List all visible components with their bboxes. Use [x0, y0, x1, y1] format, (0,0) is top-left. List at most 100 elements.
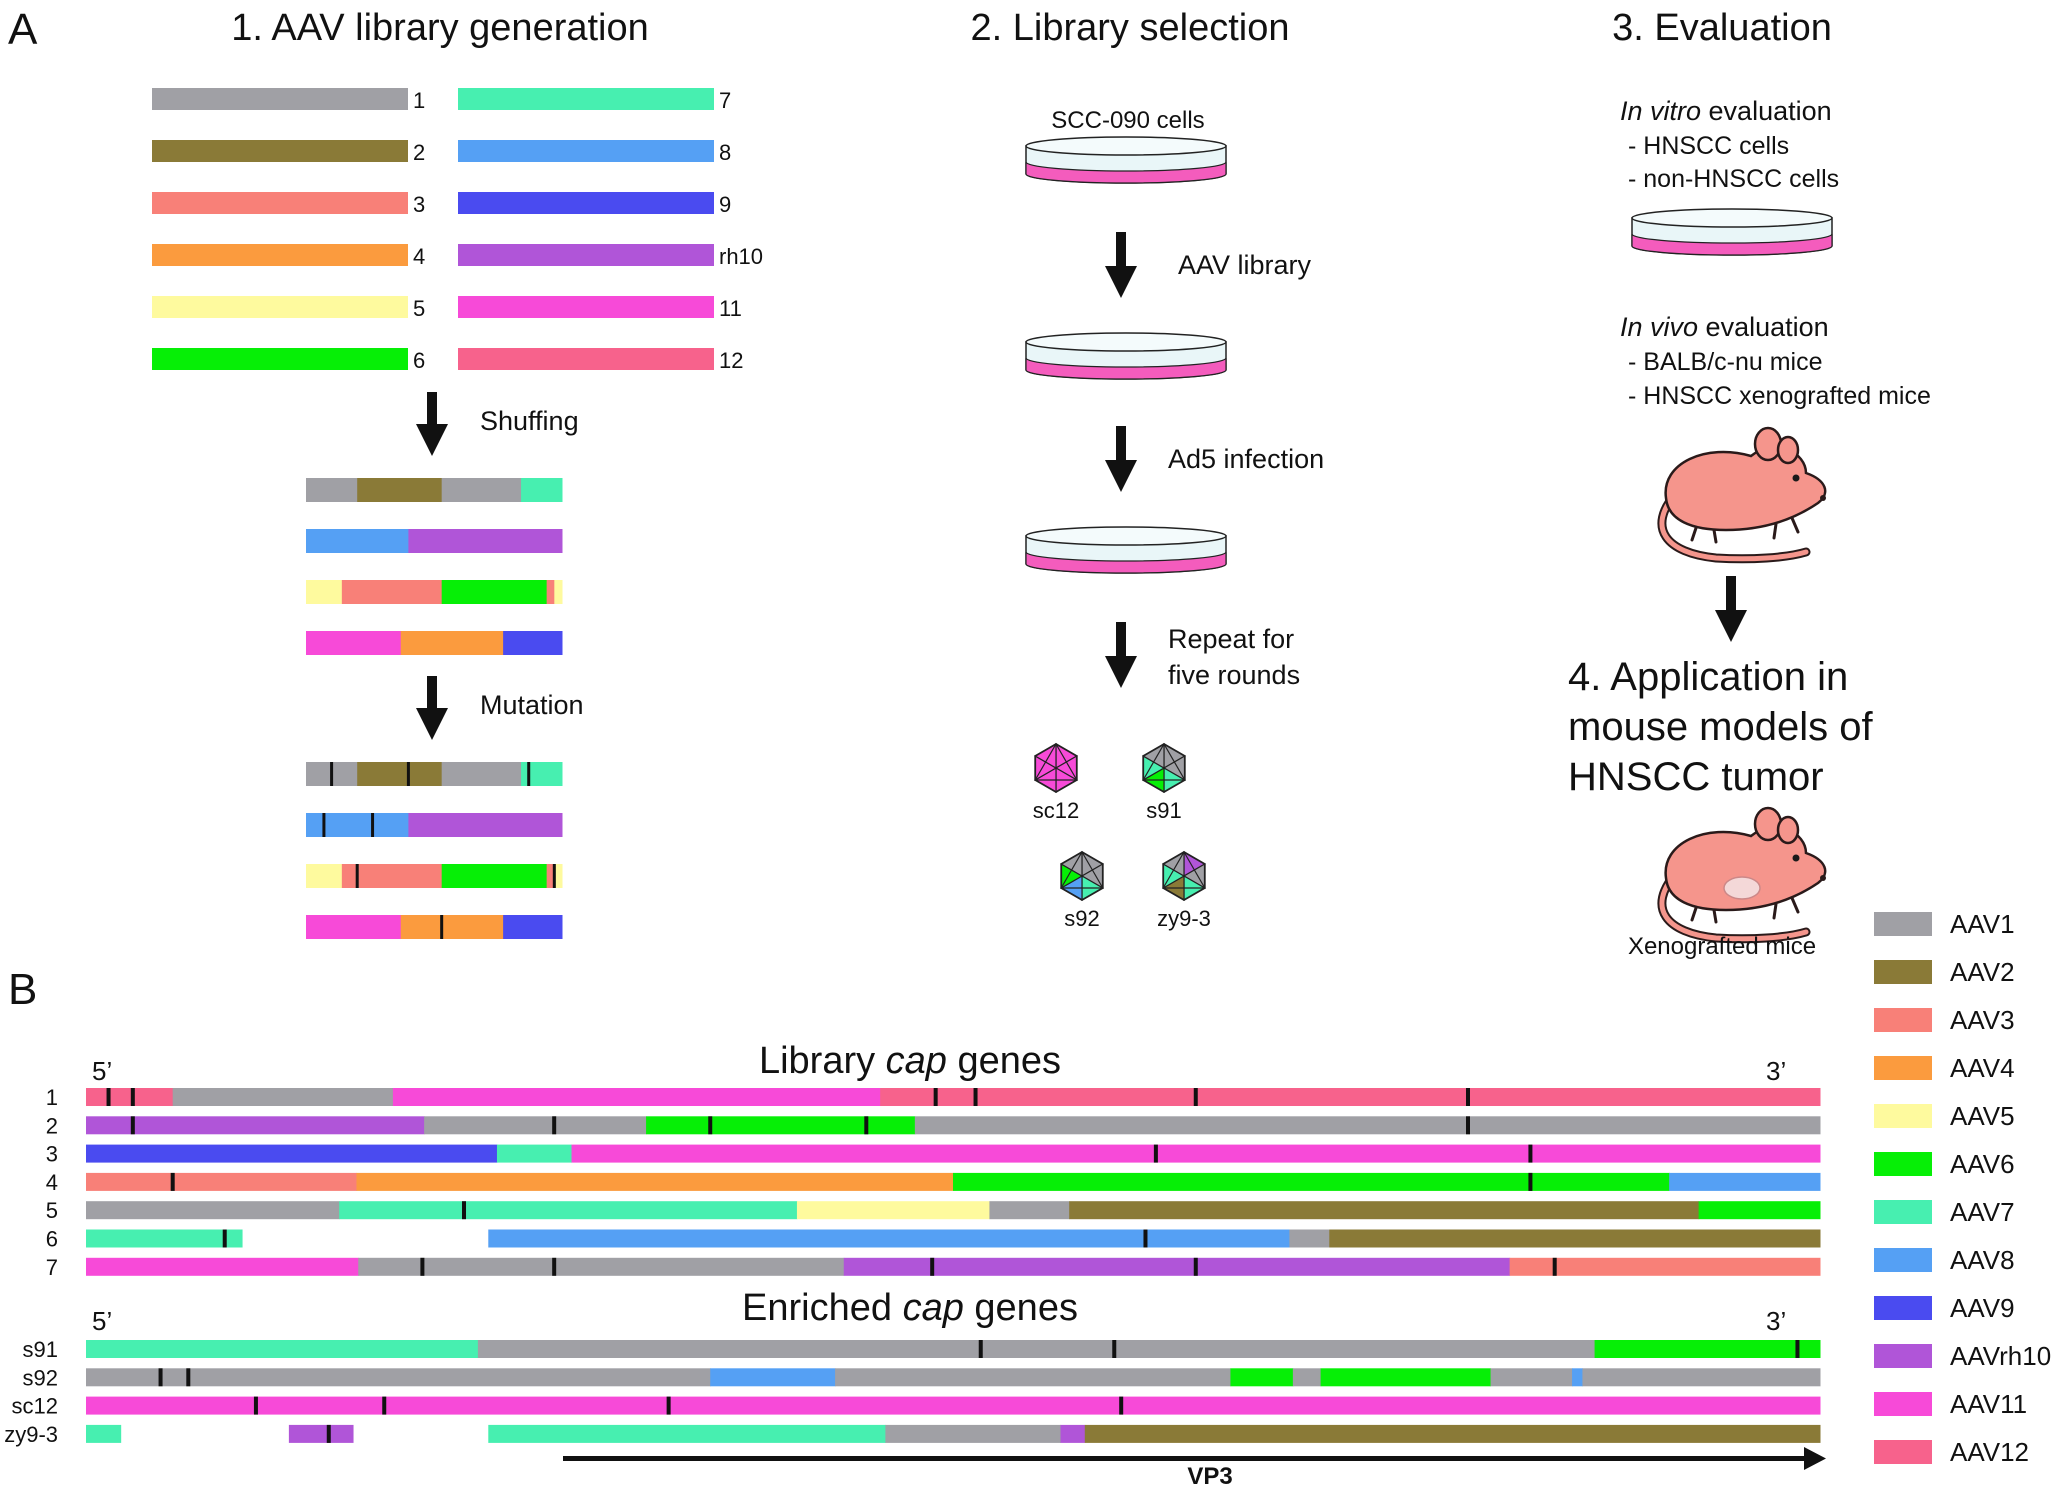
- segment-aav9: [503, 631, 563, 655]
- legend-swatch: [1874, 960, 1932, 984]
- cap-segment-aav6: [1320, 1368, 1492, 1387]
- mutation-mark: [1143, 1229, 1148, 1248]
- segment-aav1: [441, 478, 522, 502]
- legend-label: AAV4: [1950, 1053, 2015, 1083]
- cap-segment-aav8: [488, 1229, 1290, 1248]
- mutation-mark: [930, 1257, 935, 1276]
- serotype-bar-fill: [458, 348, 714, 370]
- legend-label: AAV1: [1950, 909, 2015, 939]
- cap-segment-aav1: [1292, 1368, 1322, 1387]
- cap-segment-aav6: [1594, 1340, 1821, 1358]
- section1-title: 1. AAV library generation: [231, 7, 649, 49]
- mouse-tail: [1659, 870, 1809, 942]
- mutation-label: Mutation: [480, 690, 584, 720]
- cap-segment-aav11: [571, 1144, 1821, 1163]
- mutation-mark: [106, 1088, 111, 1106]
- legend-item-aav4: AAV4: [1874, 1053, 2015, 1083]
- legend-swatch: [1874, 1296, 1932, 1320]
- serotype-bar-fill: [152, 192, 408, 214]
- cap-row-3: 3: [46, 1142, 1821, 1167]
- mutated-bars: [306, 762, 563, 939]
- in-vitro-italic: In vitro: [1620, 96, 1701, 126]
- segment-aav1: [306, 478, 358, 502]
- serotype-bar-fill: [458, 192, 714, 214]
- mouse-icon: [1657, 426, 1827, 564]
- segment-aav5: [554, 864, 563, 888]
- in-vivo-item-1: - BALB/c-nu mice: [1628, 348, 1823, 376]
- serotype-bar-label: 4: [413, 244, 425, 269]
- enriched-title-pre: Enriched: [742, 1287, 903, 1329]
- mutation-mark: [355, 864, 359, 888]
- legend-label: AAV2: [1950, 957, 2015, 987]
- capsid-edge: [1034, 742, 1078, 781]
- legend-swatch: [1874, 1152, 1932, 1176]
- cap-segment-aav5: [796, 1201, 990, 1220]
- legend-item-aav5: AAV5: [1874, 1101, 2015, 1131]
- mutation-mark: [382, 1396, 387, 1415]
- mutation-mark: [552, 1257, 557, 1276]
- cap-segment-aav6: [1230, 1368, 1294, 1387]
- capsid-zy9-3: zy9-3: [1157, 850, 1211, 931]
- library-title-post: genes: [947, 1040, 1061, 1082]
- capsid-edge: [1162, 850, 1206, 889]
- cap-segment-aav1: [835, 1368, 1231, 1387]
- serotype-bar-11: 11: [458, 296, 742, 321]
- mutation-mark: [1552, 1257, 1557, 1276]
- mouse-nose: [1820, 875, 1826, 881]
- cap-segment-aav2: [1084, 1424, 1821, 1443]
- mutation-mark: [666, 1396, 671, 1415]
- serotype-bar-3: 3: [152, 192, 425, 217]
- serotype-bar-fill: [152, 296, 408, 318]
- dish-in-vitro: [1631, 208, 1833, 256]
- cap-segment-aav1: [86, 1201, 340, 1220]
- cap-segment-aav1: [914, 1116, 1821, 1135]
- cap-segment-aav2: [1329, 1229, 1821, 1248]
- dish-medium: [1025, 551, 1227, 574]
- library-five-prime: 5’: [92, 1056, 112, 1086]
- segment-aav2: [357, 478, 443, 502]
- mutation-mark: [371, 813, 375, 837]
- legend-label: AAV3: [1950, 1005, 2015, 1035]
- segment-aavrh10: [408, 813, 563, 837]
- dish-medium: [1025, 161, 1227, 184]
- capsid-sc12: sc12: [1033, 742, 1079, 823]
- mutation-mark: [1193, 1088, 1198, 1106]
- cap-row-7: 7: [46, 1255, 1821, 1280]
- panel-b-label: B: [8, 965, 37, 1014]
- cap-segment-aav9: [86, 1144, 498, 1163]
- cap-segment-aav8: [710, 1368, 836, 1387]
- cap-segment-aav11: [86, 1257, 359, 1276]
- mutation-mark: [440, 915, 444, 939]
- cap-segment-aav7: [496, 1144, 573, 1163]
- mouse-eye: [1792, 854, 1800, 862]
- cap-segment-aav11: [86, 1396, 1821, 1415]
- capsid-edge: [1142, 742, 1186, 781]
- legend-label: AAV5: [1950, 1101, 2015, 1131]
- cap-segment-aav3: [1509, 1257, 1821, 1276]
- selection-arrow-2: [1105, 426, 1137, 492]
- dish-medium: [1025, 357, 1227, 380]
- cap-row-label: 1: [46, 1085, 58, 1110]
- legend-label: AAV11: [1950, 1389, 2027, 1419]
- dish-rim: [1025, 526, 1227, 546]
- shuffled-bars: [306, 478, 563, 655]
- legend-item-aav2: AAV2: [1874, 957, 2015, 987]
- legend-label: AAV12: [1950, 1437, 2029, 1467]
- capsid-outline: [1142, 742, 1186, 794]
- mutation-mark: [1112, 1340, 1117, 1358]
- legend-swatch: [1874, 1392, 1932, 1416]
- serotype-bar-label: 3: [413, 192, 425, 217]
- dish-1: [1025, 136, 1227, 184]
- in-vitro-rest: evaluation: [1701, 96, 1832, 126]
- segment-aav4: [400, 915, 504, 939]
- tumor: [1723, 876, 1761, 900]
- serotype-bar-fill: [152, 348, 408, 370]
- capsid-outline: [1034, 742, 1078, 794]
- mutation-mark: [527, 762, 531, 786]
- mouse-ear: [1776, 815, 1800, 845]
- shuffled-bar-1: [306, 478, 563, 502]
- serotype-bar-label: 9: [719, 192, 731, 217]
- cap-row-s92: s92: [23, 1365, 1821, 1390]
- mutation-mark: [708, 1116, 713, 1135]
